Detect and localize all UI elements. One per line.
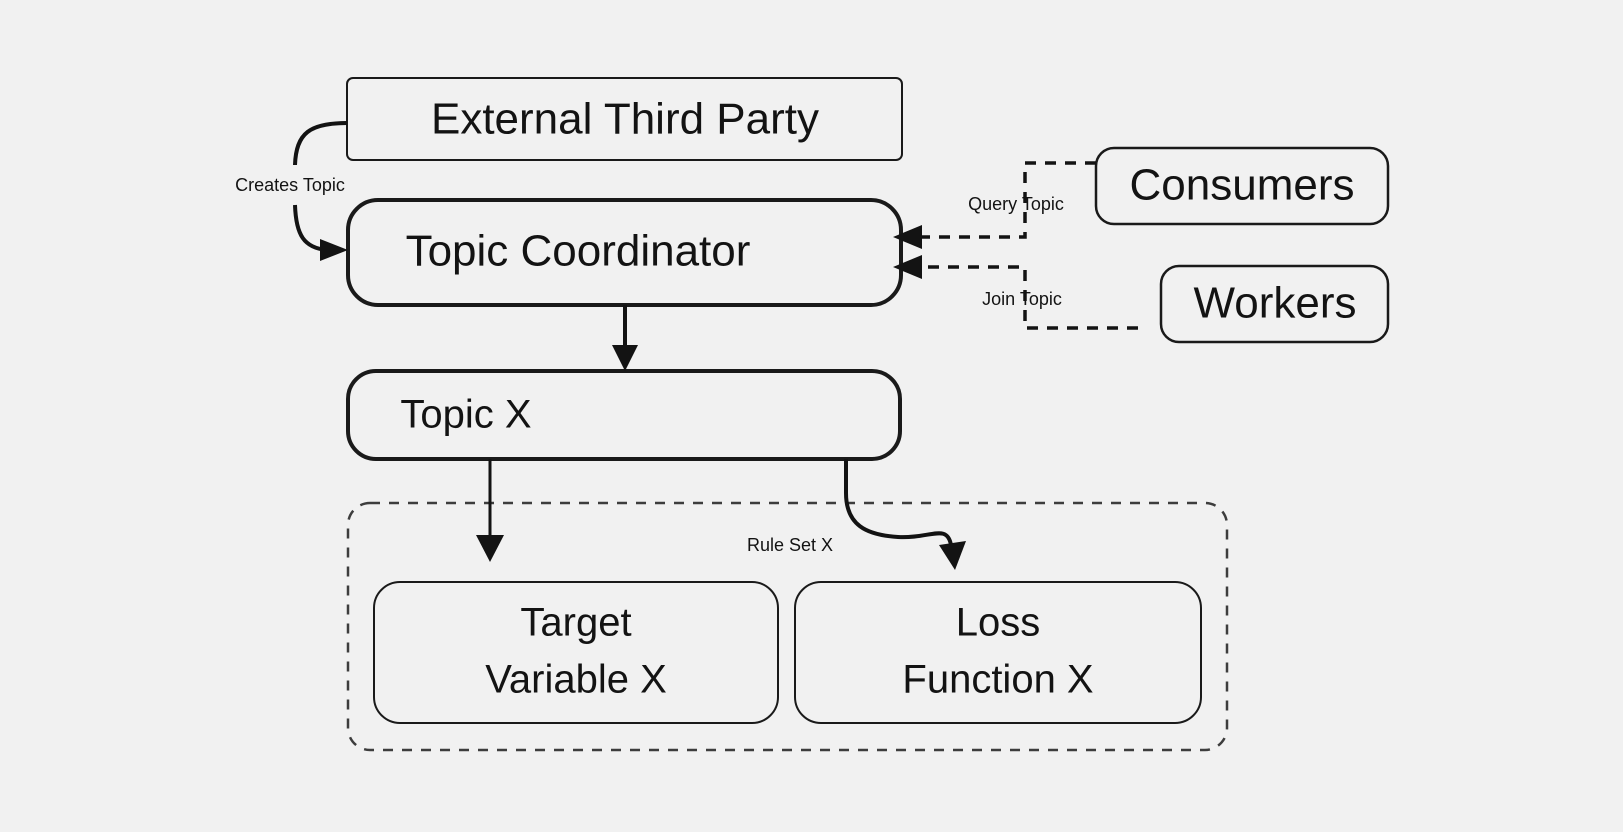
node-loss-function-x[interactable]: Loss Function X: [794, 581, 1202, 724]
creates-topic-label: Creates Topic: [235, 175, 345, 195]
edge-join-topic: Join Topic: [893, 255, 1138, 330]
target-variable-x-label-line2: Variable X: [485, 658, 667, 702]
creates-topic-arrowhead: [320, 239, 348, 261]
workers-box[interactable]: [1159, 264, 1390, 344]
external-third-party-label: External Third Party: [431, 95, 819, 144]
topic-x-to-target-variable-arrowhead: [476, 535, 504, 562]
consumers-box[interactable]: [1094, 146, 1390, 226]
topic-x-box[interactable]: [346, 369, 902, 461]
loss-function-x-label-line2: Function X: [902, 658, 1093, 702]
node-workers[interactable]: Workers: [1159, 264, 1390, 344]
node-target-variable-x[interactable]: Target Variable X: [373, 581, 779, 724]
loss-function-x-box[interactable]: [794, 581, 1202, 724]
topic-coordinator-label: Topic Coordinator: [406, 227, 751, 276]
join-topic-label: Join Topic: [982, 289, 1062, 309]
target-variable-x-label-line1: Target: [520, 601, 631, 645]
edge-coordinator-to-topic-x: [612, 305, 638, 371]
topic-x-label: Topic X: [400, 393, 531, 437]
workers-label: Workers: [1194, 279, 1357, 328]
query-topic-label: Query Topic: [968, 194, 1064, 214]
consumers-label: Consumers: [1130, 161, 1355, 210]
query-topic-arrowhead: [893, 225, 922, 249]
rule-set-group: Rule Set X: [346, 501, 1229, 752]
edge-topic-x-to-loss-function: [844, 459, 966, 570]
rule-set-group-label: Rule Set X: [747, 535, 833, 555]
edge-creates-topic: Creates Topic: [235, 121, 348, 261]
topic-x-to-loss-function-arrowhead: [939, 541, 966, 570]
query-topic-path: [918, 161, 1096, 239]
join-topic-path: [918, 265, 1138, 330]
coordinator-to-topic-x-arrowhead: [612, 345, 638, 371]
node-consumers[interactable]: Consumers: [1094, 146, 1390, 226]
external-third-party-box[interactable]: [346, 77, 903, 161]
rule-set-group-border: [346, 501, 1229, 752]
edge-topic-x-to-target-variable: [476, 459, 504, 562]
topic-x-to-loss-function-path: [844, 459, 953, 546]
creates-topic-path-upper: [293, 121, 348, 166]
target-variable-x-box[interactable]: [373, 581, 779, 724]
loss-function-x-label-line1: Loss: [956, 601, 1041, 645]
node-topic-coordinator[interactable]: Topic Coordinator: [346, 198, 903, 307]
edge-query-topic: Query Topic: [893, 161, 1096, 249]
node-topic-x[interactable]: Topic X: [346, 369, 902, 461]
node-external-third-party[interactable]: External Third Party: [346, 77, 903, 161]
join-topic-arrowhead: [893, 255, 922, 279]
